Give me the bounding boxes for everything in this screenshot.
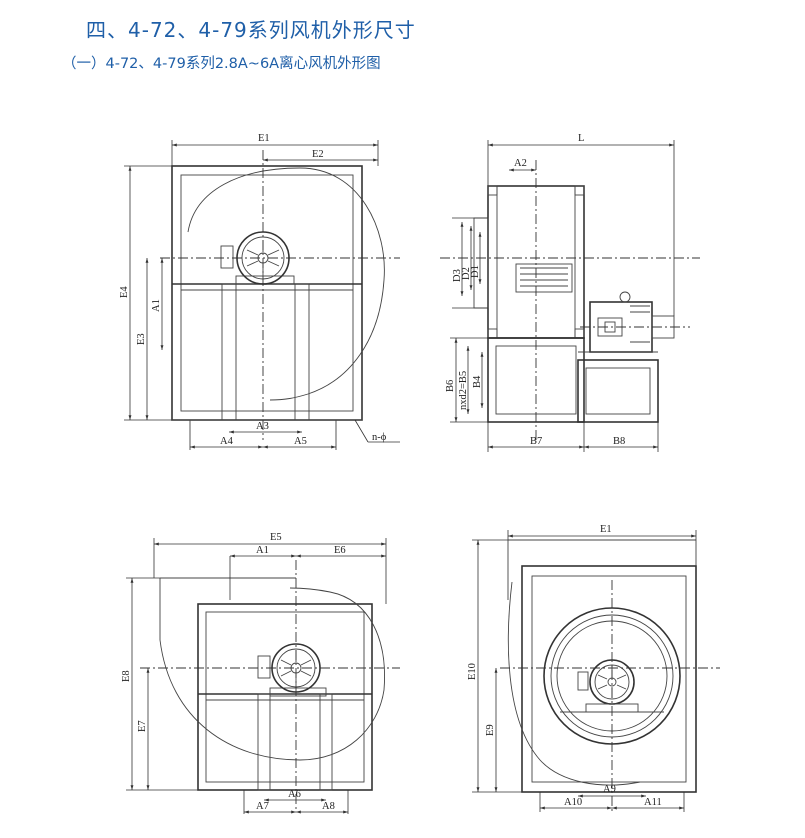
label-A1: A1 <box>151 299 162 312</box>
label-E10: E10 <box>467 663 478 680</box>
view-side-top: L A2 D3 D2 D1 B6 nxd2=B5 B4 B7 B8 <box>440 133 700 452</box>
label-A9: A9 <box>603 784 616 795</box>
label-L: L <box>578 133 584 144</box>
side-housing <box>487 185 585 339</box>
view-inlet-bottom: E1 E10 E9 A9 A10 A11 <box>467 524 720 812</box>
label-A11: A11 <box>644 797 662 808</box>
label-D1: D1 <box>470 265 481 278</box>
label-A3: A3 <box>256 421 269 432</box>
label-D3: D3 <box>452 269 463 282</box>
view-front-top: E1 E2 E4 E3 A1 A3 A4 A5 n-ϕ <box>119 133 400 450</box>
impeller-hub <box>515 263 573 293</box>
label-D2: D2 <box>461 267 472 280</box>
label-A10: A10 <box>564 797 582 808</box>
label-E8: E8 <box>121 670 132 682</box>
label-A5: A5 <box>294 436 307 447</box>
label-E1-b: E1 <box>600 524 612 535</box>
label-E7: E7 <box>137 720 148 732</box>
motor-base-frame <box>577 359 659 423</box>
label-A4: A4 <box>220 436 234 447</box>
label-E2: E2 <box>312 149 324 160</box>
label-B8: B8 <box>613 436 625 447</box>
label-A1-b: A1 <box>256 545 269 556</box>
view-front-bottom: E5 A1 E6 E8 E7 A6 A7 A8 <box>121 532 400 814</box>
label-A2: A2 <box>514 158 527 169</box>
front2-frame-outer <box>197 603 373 791</box>
terminal-box <box>220 245 234 269</box>
label-B5: nxd2=B5 <box>458 371 469 410</box>
label-A7: A7 <box>256 801 269 812</box>
label-E4: E4 <box>119 286 130 298</box>
page-subtitle: （一）4-72、4-79系列2.8A~6A离心风机外形图 <box>62 56 381 72</box>
label-n-phi: n-ϕ <box>372 432 387 443</box>
label-E1: E1 <box>258 133 270 144</box>
label-A8: A8 <box>322 801 335 812</box>
front-frame-inner <box>180 174 354 412</box>
label-E3: E3 <box>136 333 147 345</box>
label-B4: B4 <box>472 375 483 388</box>
volute2-scroll <box>159 578 385 761</box>
page-title: 四、4-72、4-79系列风机外形尺寸 <box>86 18 416 42</box>
label-E9: E9 <box>485 724 496 736</box>
label-B7: B7 <box>530 436 542 447</box>
volute3-scroll <box>507 581 641 786</box>
inlet-frame-outer <box>521 565 697 793</box>
label-A6: A6 <box>288 789 301 800</box>
label-E6: E6 <box>334 545 346 556</box>
label-B6: B6 <box>445 380 456 392</box>
label-E5: E5 <box>270 532 282 543</box>
